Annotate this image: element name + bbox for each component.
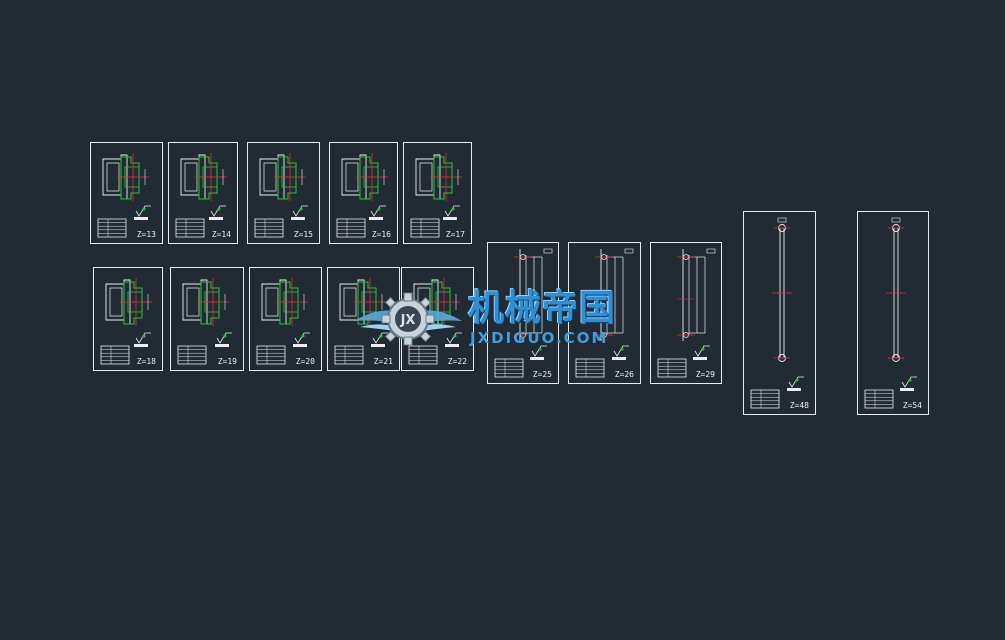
gear-section-view	[415, 153, 462, 201]
roughness-symbol	[445, 332, 462, 347]
roughness-symbol	[900, 376, 917, 391]
drawing-sheet-z54[interactable]: Z=54	[857, 211, 929, 415]
roughness-symbol	[371, 332, 388, 347]
ring-section-view	[677, 248, 716, 341]
site-watermark: JX 机械帝国 JXDIGUO.COM	[350, 285, 660, 355]
drawing-sheet-z15[interactable]: Z=15	[247, 142, 320, 244]
drawing-sheet-z18[interactable]: Z=18	[93, 267, 163, 371]
title-block	[410, 218, 440, 238]
gear-section-view	[105, 278, 152, 326]
title-block	[864, 389, 894, 409]
drawing-sheet-z19[interactable]: Z=19	[170, 267, 244, 371]
sheet-label: Z=22	[447, 357, 467, 366]
roughness-symbol	[291, 205, 308, 220]
sheet-label: Z=26	[614, 370, 634, 379]
sheet-label: Z=15	[293, 230, 313, 239]
drawing-sheet-z29[interactable]: Z=29	[650, 242, 722, 384]
drawing-sheet-z20[interactable]: Z=20	[249, 267, 322, 371]
roughness-symbol	[787, 376, 804, 391]
drawing-sheet-z16[interactable]: Z=16	[329, 142, 398, 244]
sheet-label: Z=19	[217, 357, 237, 366]
title-block	[97, 218, 127, 238]
long-ring-section-view	[886, 217, 906, 362]
roughness-symbol	[693, 345, 710, 360]
title-block	[575, 358, 605, 378]
title-block	[175, 218, 205, 238]
gear-section-view	[259, 153, 306, 201]
gear-section-view	[341, 153, 388, 201]
drawing-sheet-z14[interactable]: Z=14	[168, 142, 238, 244]
roughness-symbol	[612, 345, 629, 360]
sheet-label: Z=48	[789, 401, 809, 410]
sheet-label: Z=14	[211, 230, 231, 239]
title-block	[100, 345, 130, 365]
title-block	[657, 358, 687, 378]
long-ring-section-view	[772, 217, 792, 362]
title-block	[334, 345, 364, 365]
watermark-chinese-title: 机械帝国	[468, 288, 617, 329]
sheet-label: Z=29	[695, 370, 715, 379]
title-block	[177, 345, 207, 365]
roughness-symbol	[530, 345, 547, 360]
title-block	[494, 358, 524, 378]
sheet-label: Z=13	[136, 230, 156, 239]
roughness-symbol	[134, 205, 151, 220]
drawing-sheet-z13[interactable]: Z=13	[90, 142, 163, 244]
sheet-label: Z=54	[902, 401, 922, 410]
watermark-url: JXDIGUO.COM	[470, 329, 609, 347]
drawing-sheet-z25[interactable]: Z=25	[487, 242, 559, 384]
roughness-symbol	[443, 205, 460, 220]
roughness-symbol	[369, 205, 386, 220]
sheet-label: Z=21	[373, 357, 393, 366]
drawing-sheet-z48[interactable]: Z=48	[743, 211, 816, 415]
sheet-label: Z=17	[445, 230, 465, 239]
drawing-sheet-z26[interactable]: Z=26	[568, 242, 641, 384]
sheet-label: Z=18	[136, 357, 156, 366]
gear-wings-logo-icon: JX	[354, 292, 462, 346]
roughness-symbol	[215, 332, 232, 347]
sheet-label: Z=16	[371, 230, 391, 239]
roughness-symbol	[293, 332, 310, 347]
svg-text:JX: JX	[400, 313, 416, 328]
gear-section-view	[261, 278, 308, 326]
sheet-label: Z=25	[532, 370, 552, 379]
ring-section-view	[514, 248, 553, 341]
title-block	[256, 345, 286, 365]
gear-section-view	[182, 278, 229, 326]
roughness-symbol	[209, 205, 226, 220]
title-block	[254, 218, 284, 238]
title-block	[750, 389, 780, 409]
ring-section-view	[595, 248, 634, 341]
drawing-sheet-z17[interactable]: Z=17	[403, 142, 472, 244]
gear-section-view	[180, 153, 227, 201]
title-block	[336, 218, 366, 238]
sheet-label: Z=20	[295, 357, 315, 366]
gear-section-view	[102, 153, 149, 201]
title-block	[408, 345, 438, 365]
roughness-symbol	[134, 332, 151, 347]
